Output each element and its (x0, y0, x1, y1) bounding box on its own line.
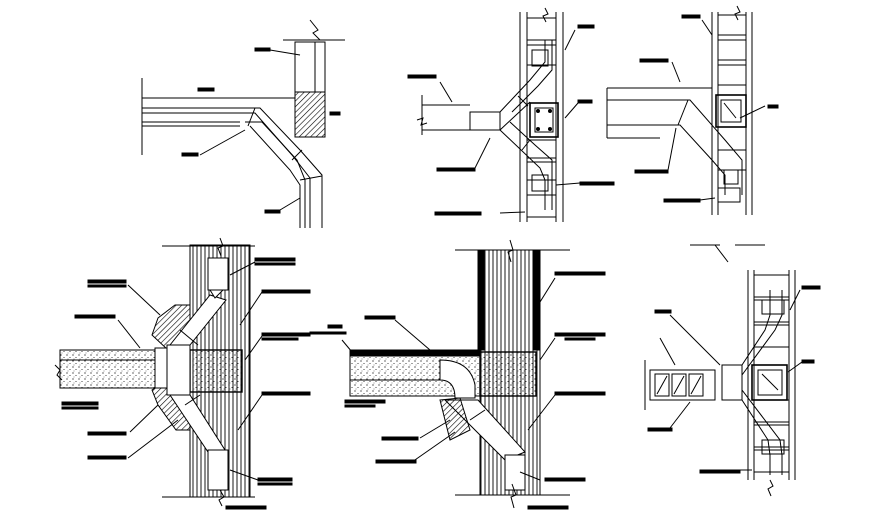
detail-5-slab-elbow-plan (309, 239, 606, 510)
detail-3-wall-elbow-section (606, 5, 779, 215)
detail-6-wall-branch-section (644, 244, 821, 497)
detail-1-eaves-section (141, 19, 345, 228)
detail-4-wall-branch-plan (54, 237, 311, 510)
detail-2-wall-branch-section (407, 7, 615, 222)
